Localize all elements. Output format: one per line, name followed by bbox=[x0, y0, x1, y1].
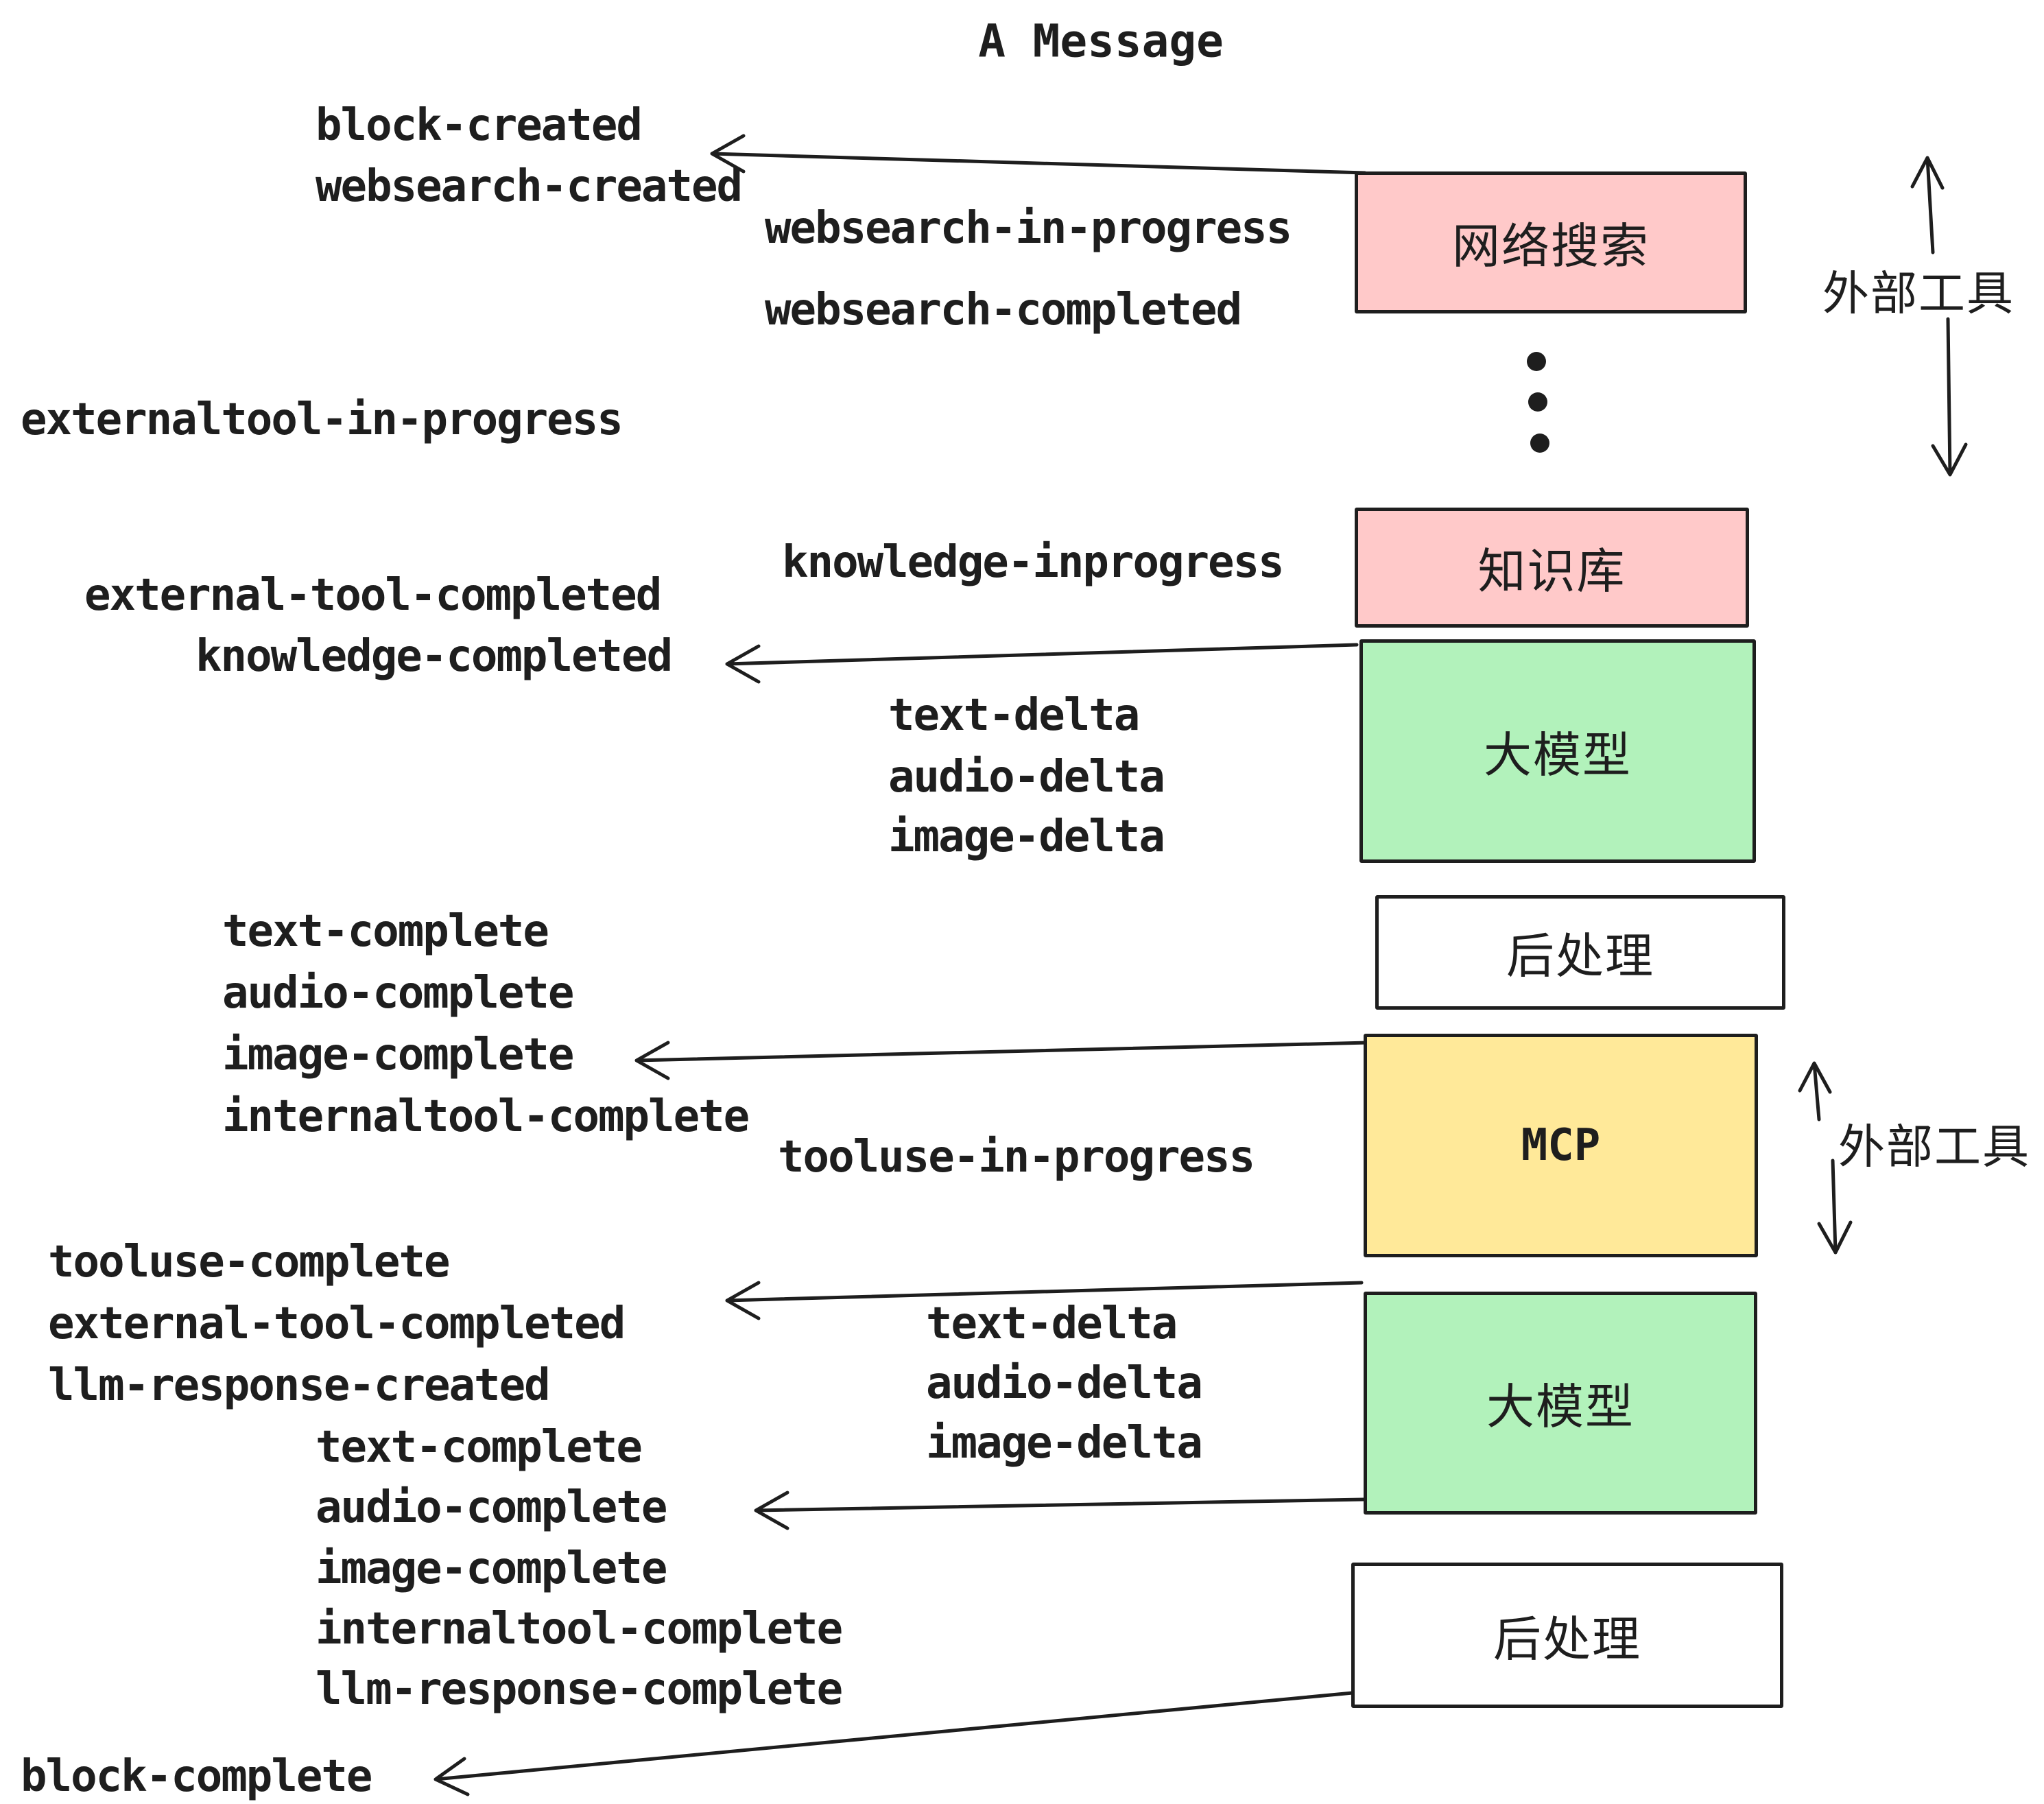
event-label-external-tool-completed-2: external-tool-completed bbox=[48, 1298, 626, 1349]
arrow-left-knowledge-completed-icon bbox=[725, 643, 1359, 684]
event-label-block-complete: block-complete bbox=[21, 1751, 372, 1802]
box-large-model-1-label: 大模型 bbox=[1484, 726, 1632, 783]
event-label-externaltool-in-progress: externaltool-in-progress bbox=[21, 394, 623, 445]
side-label-external-tools-top: 外部工具 bbox=[1822, 267, 2015, 322]
event-label-audio-delta-1: audio-delta bbox=[888, 752, 1165, 803]
event-label-text-complete-2: text-complete bbox=[316, 1422, 643, 1473]
event-label-internaltool-complete-1: internaltool-complete bbox=[222, 1091, 750, 1142]
arrow-up-external-tools-top-icon bbox=[1910, 156, 1945, 254]
side-label-external-tools-mcp: 外部工具 bbox=[1838, 1120, 2031, 1175]
box-large-model-2-label: 大模型 bbox=[1486, 1379, 1635, 1435]
box-post-processing-2: 后处理 bbox=[1351, 1563, 1783, 1708]
arrow-left-image-complete-icon bbox=[634, 1041, 1370, 1080]
event-label-text-delta-2: text-delta bbox=[926, 1298, 1178, 1349]
event-label-text-complete-1: text-complete bbox=[222, 906, 549, 957]
event-label-websearch-created: websearch-created bbox=[316, 161, 743, 212]
box-web-search-label: 网络搜索 bbox=[1452, 218, 1650, 274]
event-label-audio-complete-1: audio-complete bbox=[222, 968, 574, 1019]
event-label-llm-response-complete: llm-response-complete bbox=[316, 1664, 843, 1715]
event-label-tooluse-complete: tooluse-complete bbox=[48, 1237, 450, 1287]
arrow-down-external-tools-top-icon bbox=[1931, 317, 1968, 477]
event-label-image-complete-2: image-complete bbox=[316, 1543, 667, 1594]
event-label-text-delta-1: text-delta bbox=[888, 690, 1140, 741]
diagram-title: A Message bbox=[978, 14, 1224, 68]
event-label-websearch-completed: websearch-completed bbox=[765, 285, 1242, 335]
arrow-up-external-tools-mcp-icon bbox=[1798, 1061, 1832, 1121]
event-label-external-tool-completed: external-tool-completed bbox=[84, 570, 662, 621]
vertical-ellipsis-icon bbox=[1527, 352, 1549, 453]
event-label-internaltool-complete-2: internaltool-complete bbox=[316, 1604, 843, 1654]
box-mcp-label: MCP bbox=[1521, 1120, 1601, 1171]
event-label-block-created: block-created bbox=[316, 100, 643, 151]
event-label-audio-complete-2: audio-complete bbox=[316, 1482, 667, 1533]
event-label-image-complete-1: image-complete bbox=[222, 1030, 574, 1080]
event-label-llm-response-created: llm-response-created bbox=[48, 1360, 551, 1411]
box-post-processing-1: 后处理 bbox=[1375, 895, 1785, 1010]
arrow-left-audio-complete-icon bbox=[754, 1491, 1366, 1530]
event-label-tooluse-in-progress: tooluse-in-progress bbox=[778, 1132, 1255, 1183]
box-large-model-2: 大模型 bbox=[1364, 1292, 1757, 1515]
event-label-websearch-in-progress: websearch-in-progress bbox=[765, 203, 1292, 254]
event-label-audio-delta-2: audio-delta bbox=[926, 1358, 1203, 1409]
event-label-image-delta-1: image-delta bbox=[888, 811, 1165, 862]
box-mcp: MCP bbox=[1364, 1034, 1758, 1257]
box-post-processing-2-label: 后处理 bbox=[1493, 1611, 1641, 1667]
box-web-search: 网络搜索 bbox=[1355, 171, 1747, 313]
arrow-left-block-created-icon bbox=[710, 134, 1367, 175]
event-label-knowledge-inprogress: knowledge-inprogress bbox=[782, 537, 1285, 588]
event-label-image-delta-2: image-delta bbox=[926, 1418, 1203, 1469]
box-large-model-1: 大模型 bbox=[1359, 639, 1756, 863]
event-label-knowledge-completed: knowledge-completed bbox=[195, 631, 673, 682]
box-knowledge-base: 知识库 bbox=[1355, 508, 1749, 628]
box-knowledge-base-label: 知识库 bbox=[1477, 543, 1626, 600]
box-post-processing-1-label: 后处理 bbox=[1506, 928, 1654, 984]
